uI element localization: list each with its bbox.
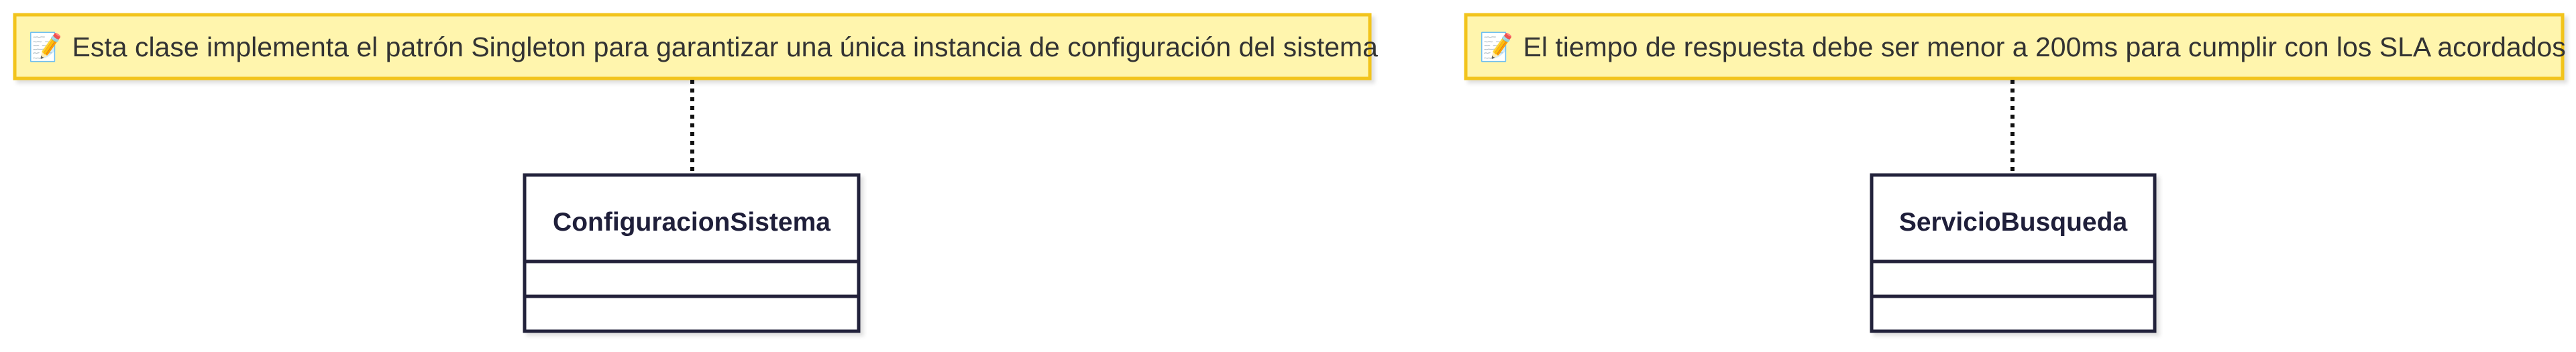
note-text: El tiempo de respuesta debe ser menor a … — [1523, 32, 2566, 62]
note-response-time: 📝 El tiempo de respuesta debe ser menor … — [1464, 13, 2566, 80]
svg-text:📝 Esta clase implementa: 📝 Esta clase implementa el patrón Single… — [28, 31, 1378, 62]
class-name: ConfiguracionSistema — [553, 208, 830, 237]
svg-text:📝 El tiempo de respuest: 📝 El tiempo de respuesta debe ser menor … — [1479, 31, 2566, 62]
class-name: ServicioBusqueda — [1899, 208, 2128, 237]
class-box — [523, 173, 861, 333]
class-servicio-busqueda[interactable]: ServicioBusqueda — [1870, 173, 2157, 333]
note-text: Esta clase implementa el patrón Singleto… — [72, 32, 1379, 62]
memo-icon: 📝 — [28, 31, 62, 62]
note-box — [1464, 13, 2565, 80]
note-box — [13, 13, 1372, 80]
memo-icon: 📝 — [1479, 31, 1513, 62]
class-box — [1870, 173, 2157, 333]
note-singleton: 📝 Esta clase implementa el patrón Single… — [13, 13, 1378, 80]
class-configuracion-sistema[interactable]: ConfiguracionSistema — [523, 173, 861, 333]
